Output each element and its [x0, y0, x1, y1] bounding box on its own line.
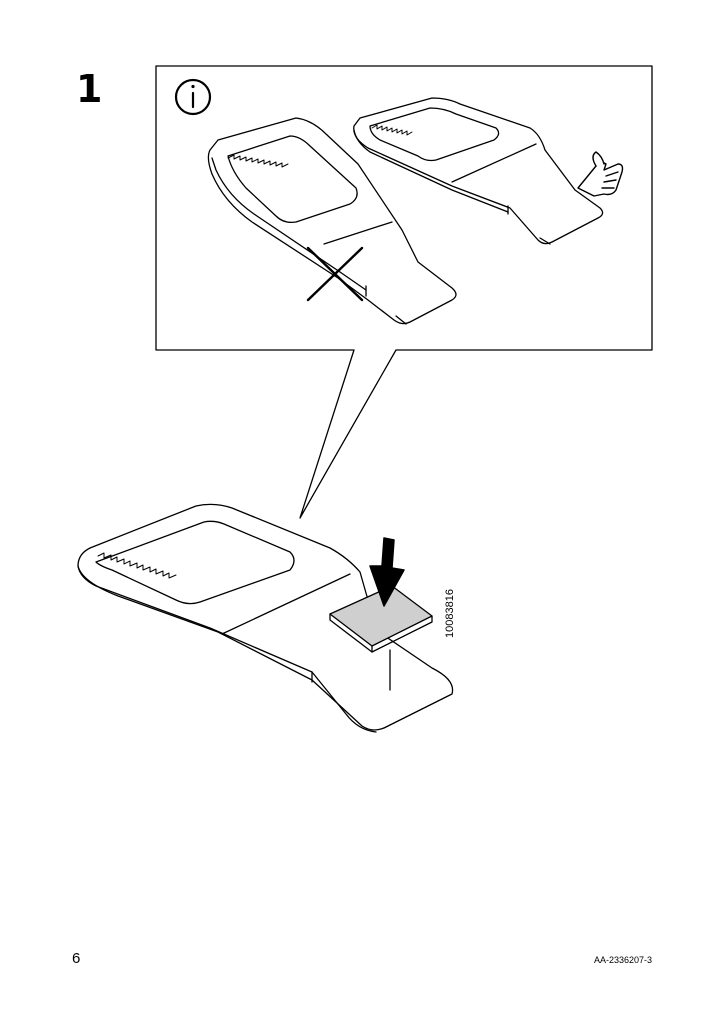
bracket-main	[77, 503, 454, 733]
info-icon	[174, 78, 212, 116]
step-number: 1	[76, 67, 103, 111]
cross-icon	[306, 246, 364, 302]
adhesive-pad	[329, 585, 433, 691]
bracket-correct	[353, 97, 604, 245]
bracket-incorrect	[207, 117, 457, 325]
pointing-hand-icon	[577, 151, 624, 197]
document-code: AA-2336207-3	[593, 955, 652, 965]
part-number: 10083816	[444, 589, 456, 638]
page-number: 6	[72, 950, 81, 967]
press-down-arrow-icon	[369, 537, 405, 607]
